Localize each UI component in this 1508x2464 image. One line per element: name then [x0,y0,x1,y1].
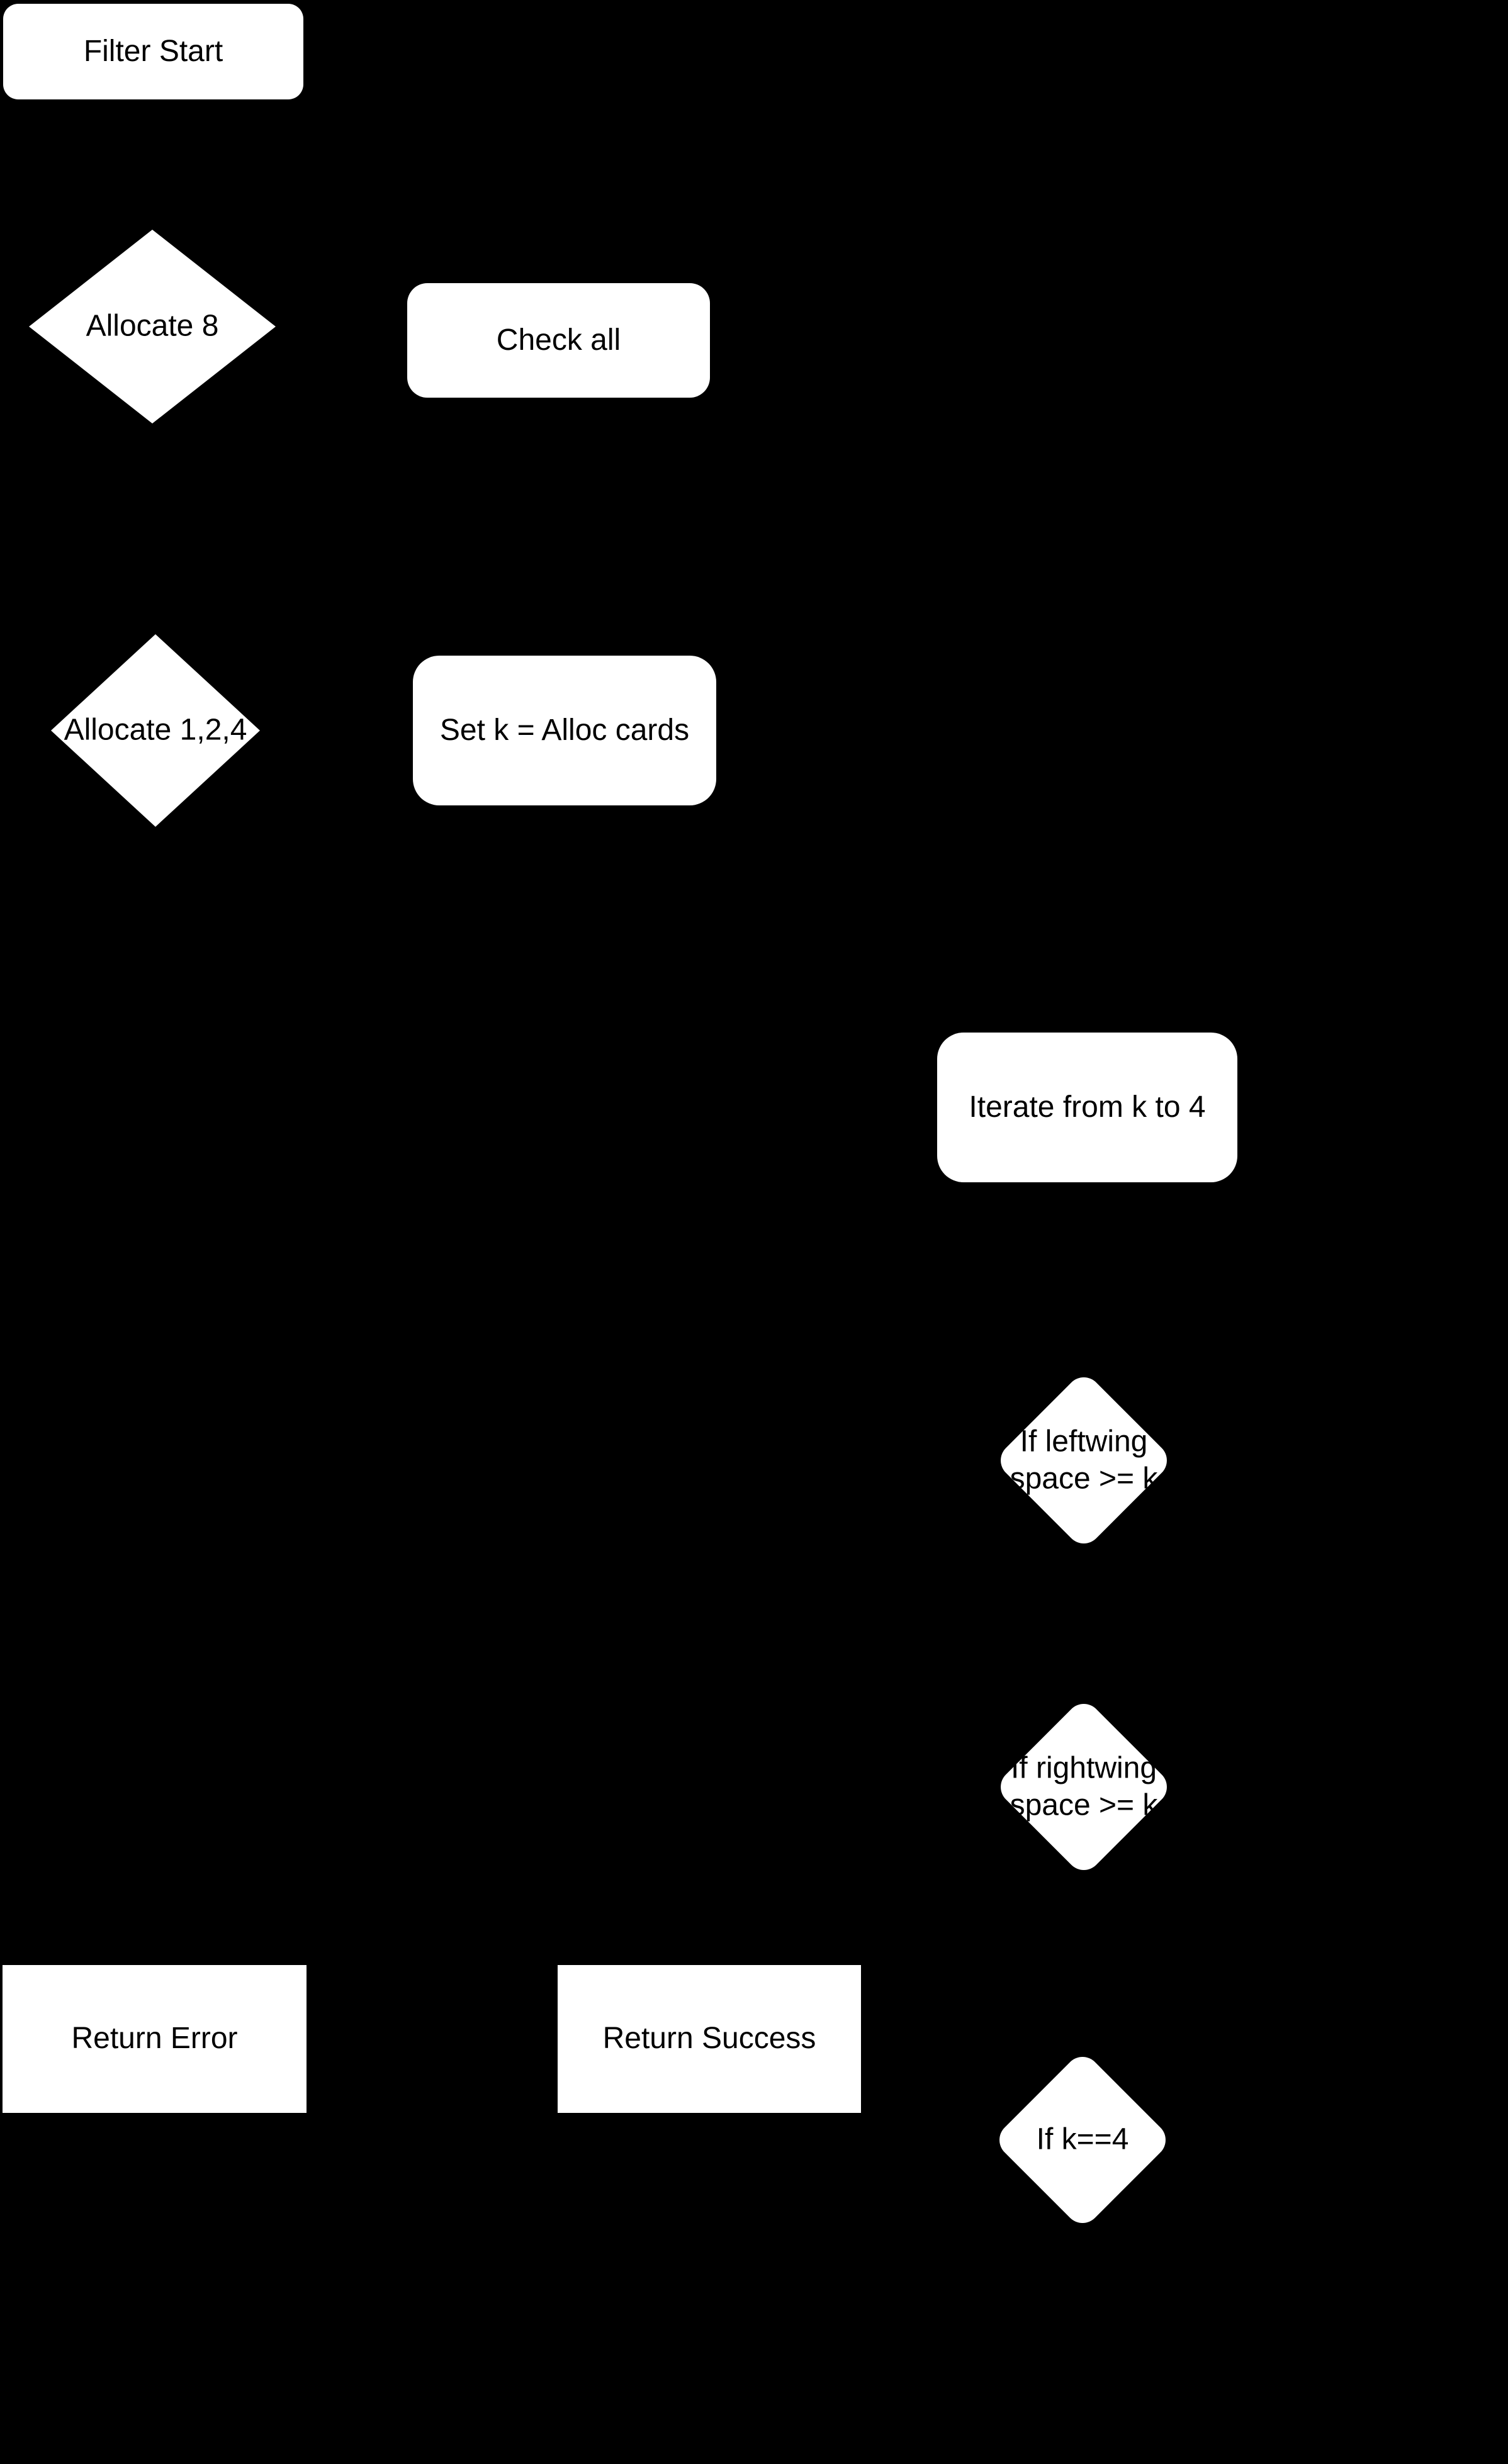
node-if-rightwing-label: If rightwing space >= k [1010,1751,1158,1822]
node-iterate-k-to-4-label: Iterate from k to 4 [969,1090,1206,1124]
node-iterate-k-to-4: Iterate from k to 4 [937,1033,1237,1182]
node-return-success: Return Success [558,1965,861,2113]
node-allocate-124-label: Allocate 1,2,4 [64,713,247,747]
node-check-all: Check all [407,283,710,398]
node-allocate-8-label: Allocate 8 [86,309,219,343]
node-filter-start: Filter Start [3,4,303,99]
node-return-error-label: Return Error [71,2022,238,2056]
node-return-success-label: Return Success [602,2022,816,2056]
node-filter-start-label: Filter Start [83,34,223,68]
node-set-k-label: Set k = Alloc cards [439,713,690,747]
node-check-all-label: Check all [496,323,621,357]
node-return-error: Return Error [3,1965,307,2113]
node-set-k: Set k = Alloc cards [413,656,716,805]
node-if-k-equals-4-label: If k==4 [1036,2122,1129,2156]
node-if-leftwing-label: If leftwing space >= k [1010,1425,1158,1495]
